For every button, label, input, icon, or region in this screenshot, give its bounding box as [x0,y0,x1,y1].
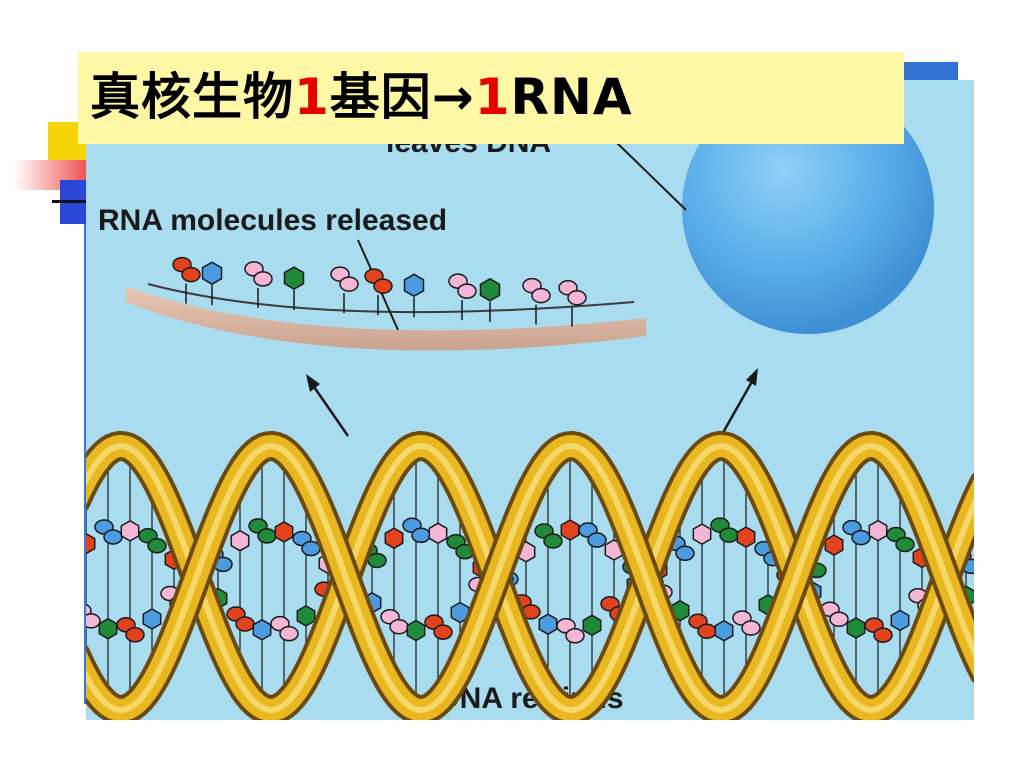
base-blob [534,523,563,549]
title-part-2: 基因→ [329,68,475,126]
base-hexagon [142,608,162,630]
base-blob [864,617,893,643]
slide-title: 真核生物1基因→1RNA [90,62,633,132]
base-hexagon [230,529,250,552]
base-blob [244,261,273,287]
base-hexagon [98,617,118,640]
title-number-1: 1 [294,68,330,126]
base-hexagon [274,521,294,543]
title-part-3: RNA [510,68,633,126]
base-blob [710,517,739,543]
base-hexagon [428,522,448,545]
base-hexagon [201,261,223,286]
base-hexagon [538,613,558,636]
dna-double-helix [86,430,974,720]
base-blob [732,610,761,636]
base-hexagon [450,601,470,624]
base-hexagon [714,619,734,642]
base-hexagon [868,519,888,542]
base-hexagon [846,617,866,639]
base-hexagon [403,273,425,298]
base-hexagon [890,609,910,632]
base-hexagon [384,527,404,550]
label-rna-molecules-released: RNA molecules released [98,204,447,237]
base-hexagon [479,277,501,302]
base-blob [556,618,585,644]
base-hexagon [582,614,602,637]
base-hexagon [296,605,316,627]
base-blob [558,280,587,306]
base-hexagon [283,266,305,290]
base-hexagon [560,519,580,541]
base-blob [424,614,453,640]
rna-backbone-line [147,283,635,314]
dna-transcription-diagram: leaves DNA RNA molecules released DNA re… [86,82,974,720]
base-hexagon [86,532,96,555]
base-blob [380,609,409,635]
base-blob [226,606,255,632]
base-blob [94,519,123,545]
rna-strand [126,286,646,351]
base-blob [330,266,359,292]
title-banner [78,52,904,144]
dna-strand-a-highlight [86,442,974,714]
base-blob [248,518,277,544]
base-hexagon [736,526,756,548]
base-hexagon [120,520,140,542]
base-blob [364,268,393,294]
arrow-left-icon [306,374,350,437]
base-blob [886,526,915,553]
base-blob [292,530,321,557]
label-pointer-line [613,139,687,211]
base-hexagon [252,618,272,641]
base-blob [270,615,299,642]
base-blob [86,603,101,629]
base-hexagon [406,619,426,642]
base-blob [172,256,201,283]
title-part-1: 真核生物 [90,68,294,126]
deco-black-line [52,200,92,203]
rna-sphere [682,82,934,334]
base-blob [138,527,167,554]
title-number-2: 1 [474,68,511,126]
base-blob [688,613,717,640]
base-blob [842,519,871,546]
dna-strand-b-highlight [86,442,974,714]
base-hexagon [692,523,712,545]
base-hexagon [824,534,844,556]
base-blob [116,617,145,643]
base-blob [522,277,551,304]
base-blob [448,273,477,299]
arrow-right-icon [718,368,758,439]
base-blob [402,517,431,544]
rna-bases [172,256,587,327]
base-blob [578,522,607,548]
diagram-panel: leaves DNA RNA molecules released DNA re… [86,80,974,720]
